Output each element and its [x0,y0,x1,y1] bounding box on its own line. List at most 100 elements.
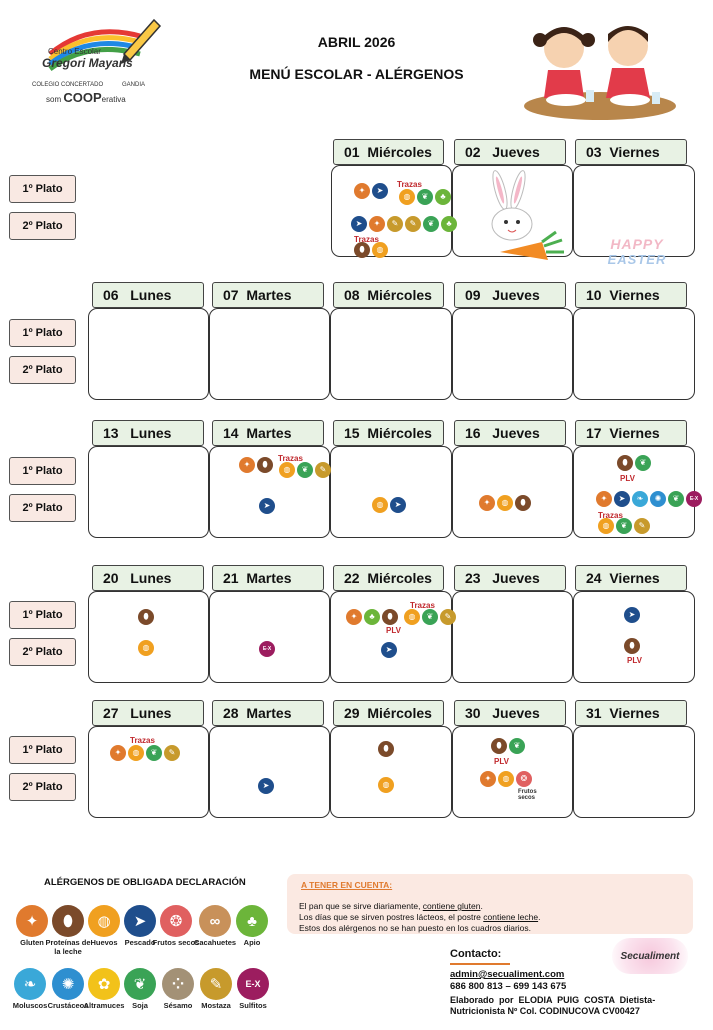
soy-icon: ❦ [635,455,651,471]
fish-icon: ➤ [259,498,275,514]
egg-icon: ◍ [497,495,513,511]
trazas-label: Trazas [397,180,422,189]
day-header-31: 31 Viernes [575,700,687,726]
day-header-28: 28 Martes [212,700,324,726]
day-header-07: 07 Martes [212,282,324,308]
coop-suffix: erativa [101,95,126,104]
plv-label: PLV [386,626,401,635]
easter-text: EASTER [607,252,667,267]
egg-icon: ◍ [138,640,154,656]
soy-icon: ❦ [297,462,313,478]
milk-jug-icon: ⬮ [491,738,507,754]
wheat-icon: ✦ [369,216,385,232]
wheat-icon: ✦ [346,609,362,625]
wheat-icon: ✦ [479,495,495,511]
day-cell-07 [209,308,330,400]
day-header-10: 10 Viernes [575,282,687,308]
day-cell-24 [573,591,695,683]
day-cell-20 [88,591,209,683]
credit-line1: Elaborado por ELODIA PUIG COSTA Dietista… [450,995,656,1005]
day-cell-23 [452,591,573,683]
contact-underline [450,963,510,965]
plate-label-first-w3: 1º Plato [9,457,76,485]
egg-icon: ◍ [128,745,144,761]
day-cell-08 [330,308,452,400]
soy-icon: ❦ [422,609,438,625]
day-header-30: 30 Jueves [454,700,566,726]
day-cell-01 [331,165,452,257]
wheat-icon: ✦ [110,745,126,761]
note-line2: Los días que se sirven postres lácteos, … [299,912,540,922]
legend-fish-icon: ➤ [124,905,156,937]
day-cell-28 [209,726,330,818]
day-cell-27 [88,726,209,818]
milk-jug-icon: ⬮ [378,741,394,757]
legend-label: Frutos secos [152,938,200,947]
legend-crab-icon: ✺ [52,968,84,1000]
legend-sesame-icon: ⁘ [162,968,194,1000]
contact-email[interactable]: admin@secualiment.com [450,969,565,980]
fish-icon: ➤ [351,216,367,232]
day-cell-22 [330,591,452,683]
fish-icon: ➤ [614,491,630,507]
celery-icon: ♣ [435,189,451,205]
plate-label-first-w5: 1º Plato [9,736,76,764]
soy-icon: ❦ [423,216,439,232]
wheat-icon: ✦ [354,183,370,199]
day-header-23: 23 Jueves [454,565,566,591]
day-header-22: 22 Miércoles [333,565,444,591]
milk-jug-icon: ⬮ [382,609,398,625]
mustard-icon: ✎ [315,462,331,478]
wheat-icon: ✦ [239,457,255,473]
mustard-icon: ✎ [164,745,180,761]
egg-icon: ◍ [372,497,388,513]
note-line3: Estos dos alérgenos no se han puesto en … [299,923,532,933]
soy-icon: ❦ [146,745,162,761]
school-name-line2: Gregori Mayans [42,56,133,70]
legend-label: Proteínas de la leche [45,938,91,956]
note-line2-post: . [538,912,541,922]
day-cell-10 [573,308,695,400]
plate-label-second-w3: 2º Plato [9,494,76,522]
milk-jug-icon: ⬮ [515,495,531,511]
day-cell-29 [330,726,452,818]
mustard-icon: ✎ [634,518,650,534]
plv-label: PLV [620,474,635,483]
fish-icon: ➤ [381,642,397,658]
day-header-16: 16 Jueves [454,420,566,446]
day-header-03: 03 Viernes [575,139,687,165]
note-title: A TENER EN CUENTA: [301,880,393,890]
day-header-08: 08 Miércoles [333,282,444,308]
day-cell-06 [88,308,209,400]
day-cell-09 [452,308,573,400]
brand-logo: Secualiment [612,938,688,974]
note-line1-underlined: contiene gluten [422,901,481,911]
legend-nut-icon: ❂ [160,905,192,937]
day-cell-21 [209,591,330,683]
mustard-icon: ✎ [405,216,421,232]
coop-word: COOP [63,90,102,105]
legend-egg-icon: ◍ [88,905,120,937]
contact-phones: 686 800 813 – 699 143 675 [450,981,567,992]
legend-label: Pescado [124,938,156,947]
day-header-21: 21 Martes [212,565,324,591]
celery-icon: ♣ [441,216,457,232]
milk-jug-icon: ⬮ [257,457,273,473]
sulfites-icon: E-X [686,491,702,507]
happy-easter-badge: HAPPY EASTER [592,236,682,278]
trazas-label: Trazas [278,454,303,463]
trazas-label: Trazas [598,511,623,520]
legend-title: ALÉRGENOS DE OBLIGADA DECLARACIÓN [44,877,246,888]
day-header-27: 27 Lunes [92,700,204,726]
legend-lupin-icon: ✿ [88,968,120,1000]
day-header-17: 17 Viernes [575,420,687,446]
egg-icon: ◍ [399,189,415,205]
plate-label-first-w1: 1º Plato [9,175,76,203]
day-header-20: 20 Lunes [92,565,204,591]
credit-line2: Nutricionista Nº Col. CODINUCOVA CV00427 [450,1006,640,1016]
contact-title: Contacto: [450,948,502,960]
page-title: MENÚ ESCOLAR - ALÉRGENOS [249,66,464,82]
legend-mustard-icon: ✎ [200,968,232,1000]
legend-peanut-icon: ∞ [199,905,231,937]
trazas-label: Trazas [130,736,155,745]
